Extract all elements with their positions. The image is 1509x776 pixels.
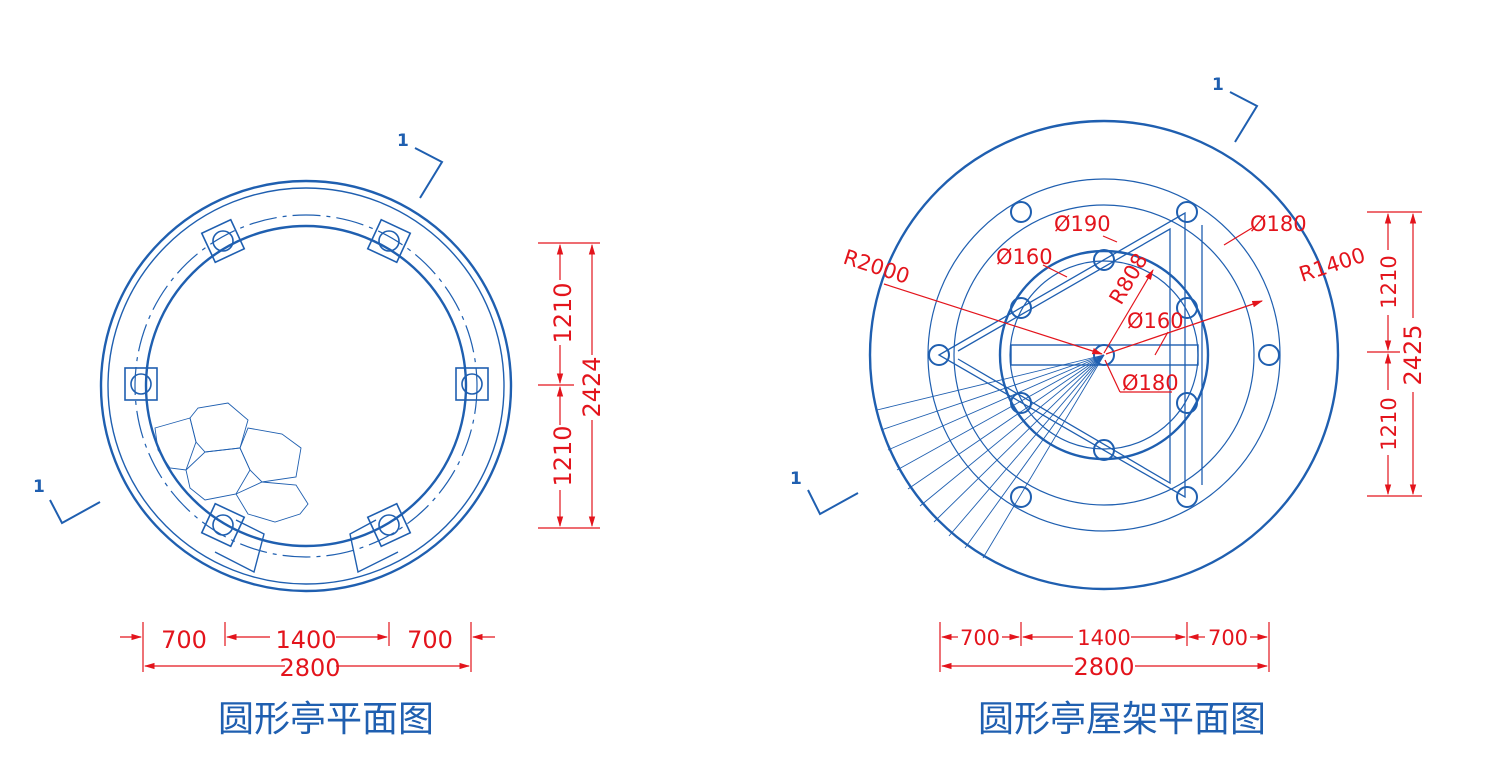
plan-column bbox=[349, 502, 412, 574]
plan-column bbox=[455, 367, 489, 401]
roof-post bbox=[1176, 392, 1198, 414]
roof-post bbox=[1176, 486, 1198, 508]
dim-left: 700 bbox=[161, 626, 207, 654]
dim-upper-half: 1210 bbox=[549, 282, 577, 343]
roof-section-marker-bottom: 1 bbox=[790, 469, 859, 516]
plan-column bbox=[124, 367, 158, 401]
roof-vertical-dims: 1210 1210 2425 bbox=[1367, 211, 1427, 497]
roof-horizontal-dims: 700 1400 700 2800 bbox=[939, 622, 1270, 681]
dim-lower-half: 1210 bbox=[1377, 397, 1401, 450]
roof-drawing: 1 1 Ø190 Ø180 Ø160 R2000 R808 R1400 Ø160 bbox=[790, 75, 1427, 740]
roof-post bbox=[1093, 344, 1115, 366]
roof-post bbox=[1010, 201, 1032, 223]
dim-middle: 1400 bbox=[1077, 626, 1130, 650]
section-label: 1 bbox=[790, 469, 802, 489]
roof-post bbox=[1093, 439, 1115, 461]
plan-column bbox=[200, 502, 265, 574]
roof-post bbox=[1010, 392, 1032, 414]
plan-vertical-dims: 1210 1210 2424 bbox=[538, 242, 606, 529]
dim-total-width: 2800 bbox=[1073, 653, 1134, 681]
plan-paving-stones bbox=[154, 402, 309, 523]
roof-post bbox=[1176, 201, 1198, 223]
label-d180-center: Ø180 bbox=[1122, 371, 1179, 395]
plan-column bbox=[366, 218, 412, 264]
dim-left: 700 bbox=[960, 626, 1000, 650]
label-d190: Ø190 bbox=[1054, 212, 1111, 236]
label-r2000: R2000 bbox=[840, 245, 912, 289]
dim-lower-half: 1210 bbox=[549, 425, 577, 486]
label-d160-center: Ø160 bbox=[1127, 309, 1184, 333]
roof-post bbox=[1093, 249, 1115, 271]
plan-section-marker-bottom: 1 bbox=[33, 477, 101, 525]
dim-total-width: 2800 bbox=[279, 654, 340, 682]
plan-horizontal-dims: 700 1400 700 2800 bbox=[120, 622, 495, 682]
roof-posts bbox=[928, 201, 1280, 508]
roof-labels: Ø190 Ø180 Ø160 R2000 R808 R1400 Ø160 Ø18… bbox=[840, 212, 1368, 395]
plan-section-marker-top: 1 bbox=[397, 131, 444, 199]
plan-outer-rings bbox=[99, 179, 513, 593]
section-label: 1 bbox=[1212, 75, 1224, 95]
roof-post bbox=[1176, 297, 1198, 319]
roof-post bbox=[1010, 297, 1032, 319]
roof-post bbox=[1258, 344, 1280, 366]
label-d160-left: Ø160 bbox=[996, 245, 1053, 269]
dim-total-height: 2424 bbox=[578, 356, 606, 417]
dim-upper-half: 1210 bbox=[1377, 255, 1401, 308]
section-label: 1 bbox=[397, 131, 409, 151]
plan-columns bbox=[124, 218, 489, 574]
roof-rafters bbox=[876, 354, 1105, 559]
label-r808: R808 bbox=[1105, 249, 1153, 308]
section-label: 1 bbox=[33, 477, 45, 497]
plan-drawing: 1 1 700 1400 700 2800 bbox=[33, 131, 606, 740]
dim-middle: 1400 bbox=[275, 626, 336, 654]
plan-title: 圆形亭平面图 bbox=[218, 699, 434, 740]
roof-leaders bbox=[883, 227, 1264, 393]
label-r1400: R1400 bbox=[1296, 243, 1368, 287]
roof-post bbox=[928, 344, 950, 366]
dim-total-height: 2425 bbox=[1399, 324, 1427, 385]
roof-section-marker-top: 1 bbox=[1212, 75, 1259, 143]
label-d180-top: Ø180 bbox=[1250, 212, 1307, 236]
dim-right: 700 bbox=[407, 626, 453, 654]
roof-post bbox=[1010, 486, 1032, 508]
dim-right: 700 bbox=[1208, 626, 1248, 650]
plan-column bbox=[200, 218, 246, 264]
roof-title: 圆形亭屋架平面图 bbox=[978, 699, 1266, 740]
